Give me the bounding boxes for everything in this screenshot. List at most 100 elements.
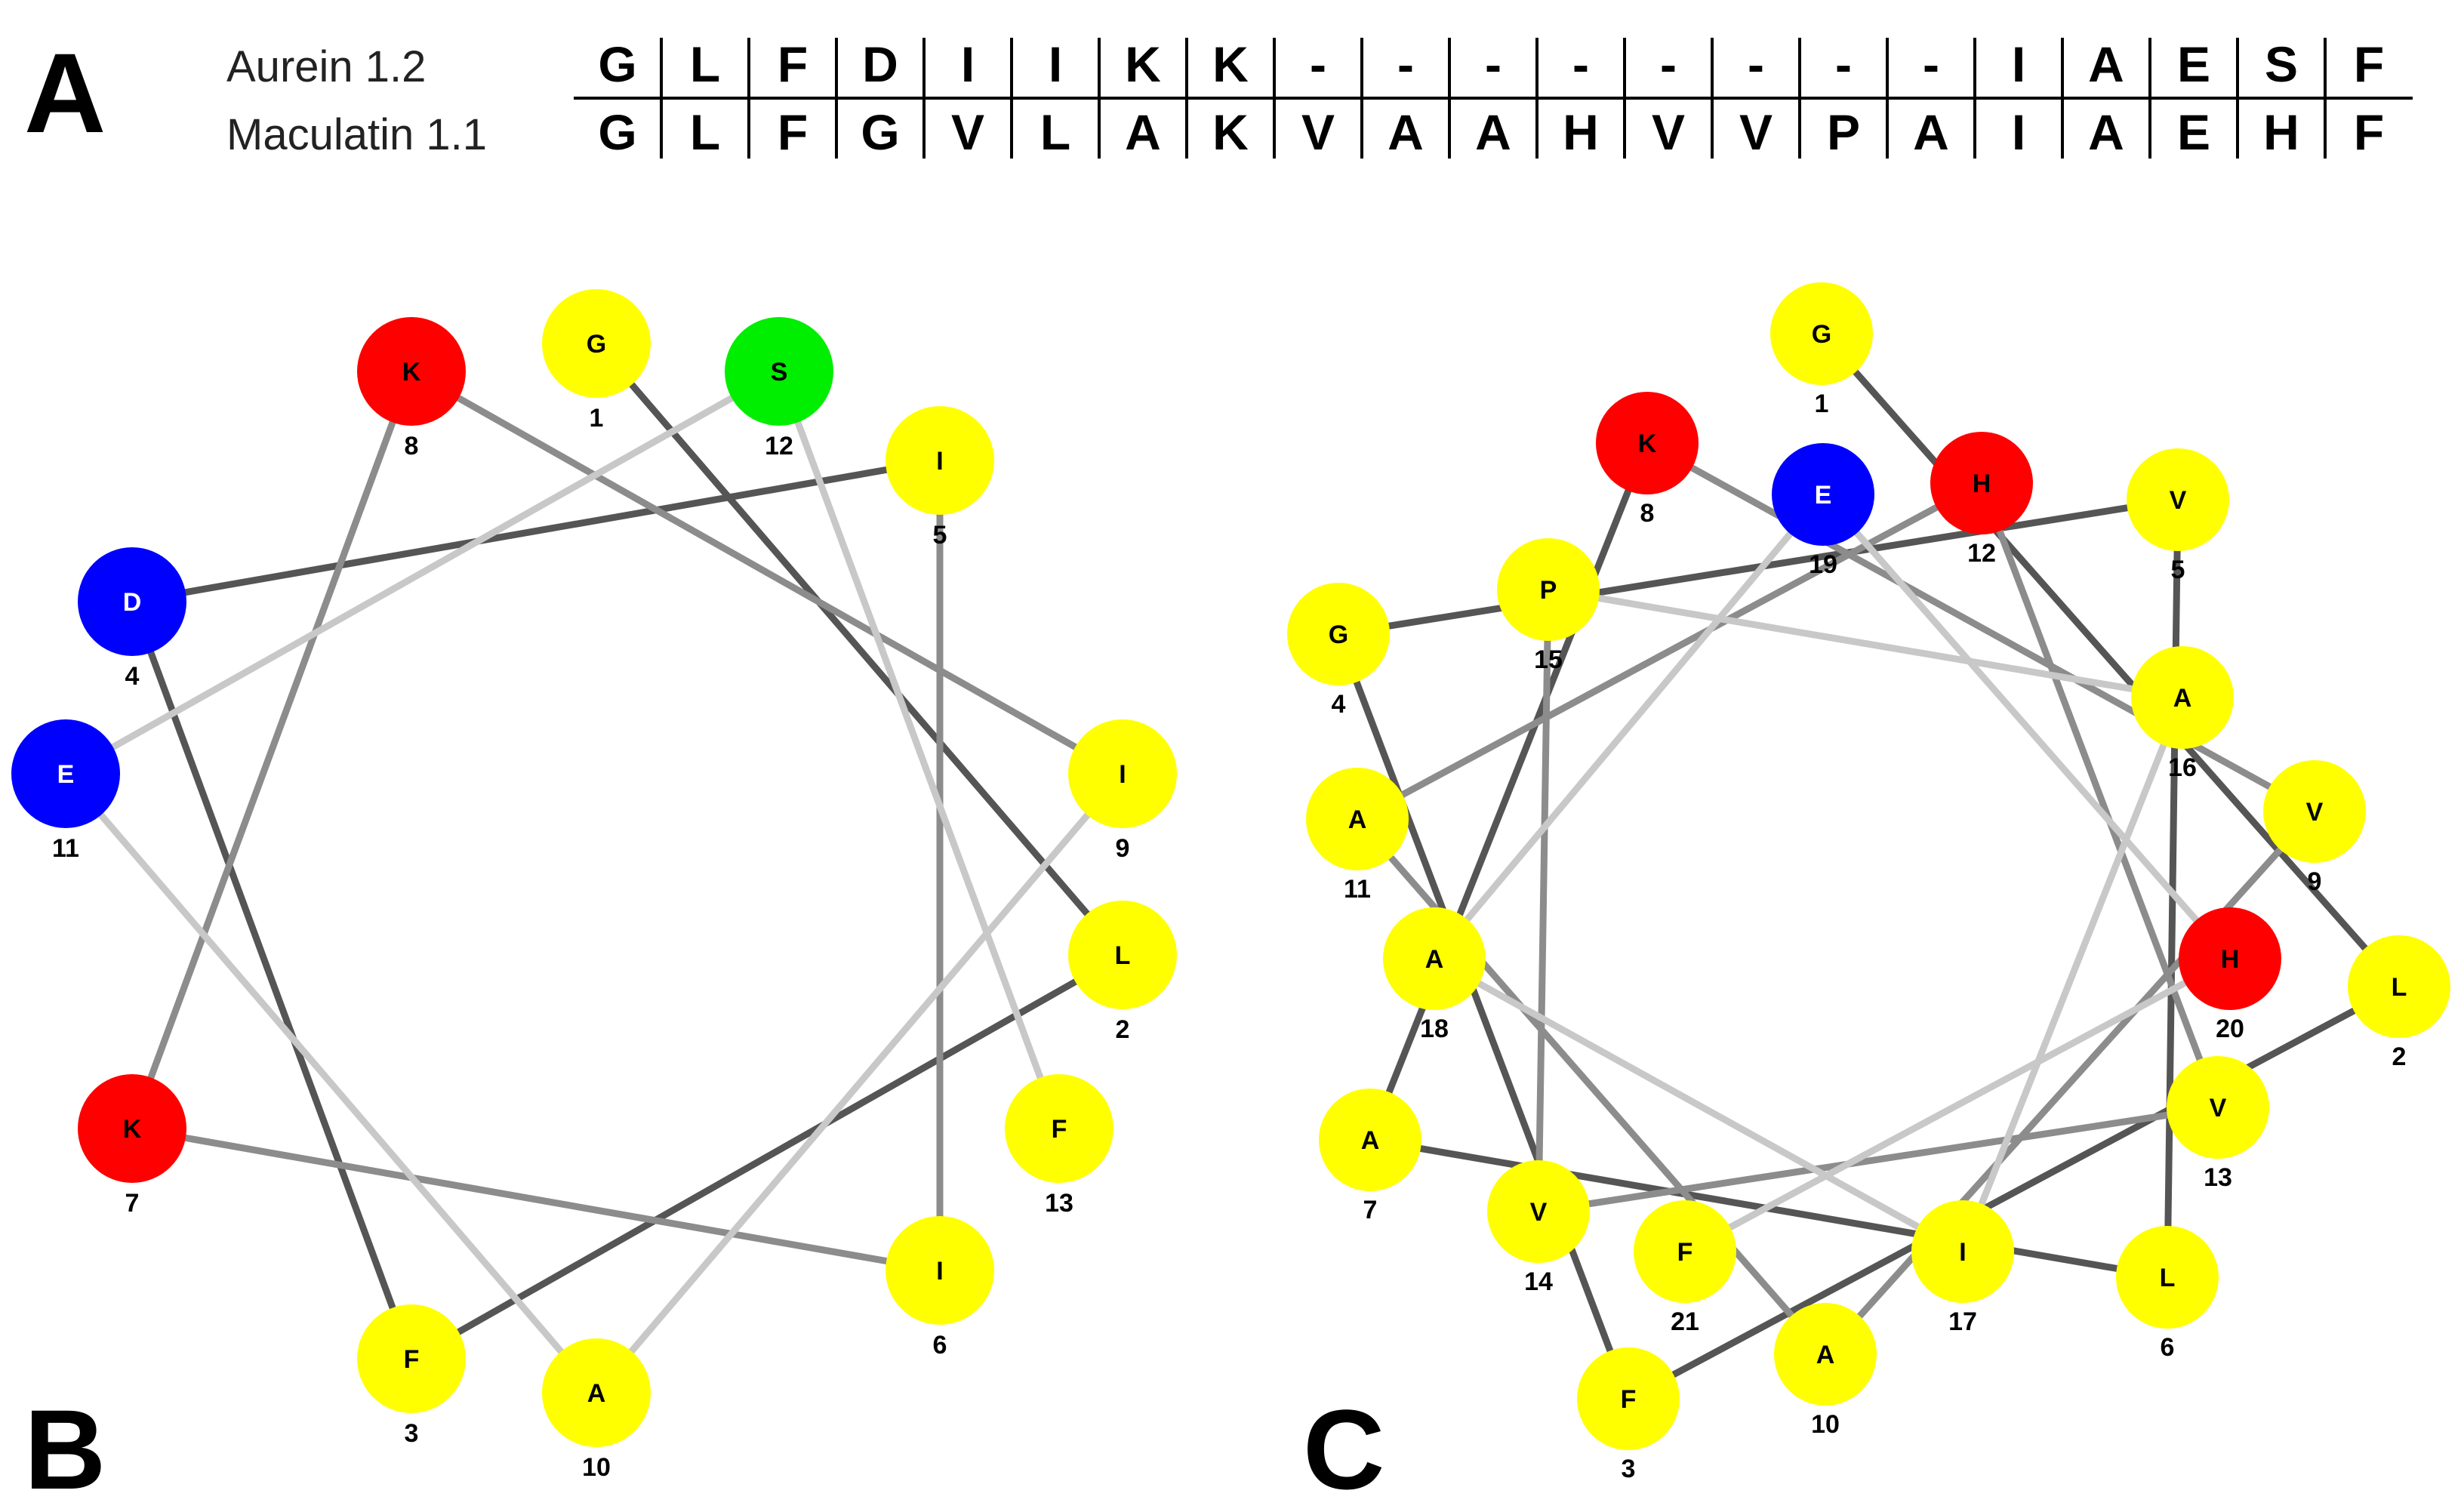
residue-letter: V: [2210, 1094, 2227, 1122]
residue-circle: [78, 547, 186, 656]
alignment-cell: H: [1563, 104, 1599, 160]
wheel-connection-line: [1535, 586, 1552, 1215]
residue-21: F21: [1634, 1200, 1736, 1336]
residue-letter: P: [1540, 576, 1557, 605]
sequence-name-aurein: Aurein 1.2: [226, 42, 426, 91]
wheel-connection-line: [1681, 955, 2234, 1255]
alignment-cell: V: [1739, 104, 1773, 160]
residue-6: L6: [2116, 1226, 2219, 1362]
alignment-cell: E: [2177, 104, 2210, 160]
residue-18: A18: [1383, 907, 1486, 1043]
residue-circle: [2348, 935, 2450, 1038]
wheel-connection-line: [1818, 330, 2403, 990]
alignment-cell: F: [778, 36, 808, 92]
residue-letter: V: [1530, 1198, 1548, 1227]
residue-circle: [542, 1338, 651, 1447]
residue-circle: [886, 406, 994, 515]
alignment-cell: D: [862, 36, 898, 92]
residue-number: 9: [1116, 834, 1130, 863]
residue-circle: [357, 1304, 466, 1413]
wheel-connection-line: [408, 951, 1126, 1363]
wheel-connection-line: [62, 368, 783, 778]
residue-10: A 10: [542, 1338, 651, 1482]
residue-letter: A: [587, 1379, 606, 1408]
wheel-c-residues: G1L2F3G4V5L6A7K8V9A10A11H12V13V14P15A16I…: [1287, 282, 2450, 1483]
wheel-connection-line: [1431, 955, 1967, 1255]
sequence-name-maculatin: Maculatin 1.1: [226, 110, 487, 159]
alignment-cell: G: [598, 104, 636, 160]
residue-5: I5: [886, 406, 994, 550]
residue-19: E19: [1772, 443, 1874, 579]
wheel-c-connections: [1335, 330, 2403, 1403]
residue-9: I9: [1068, 719, 1177, 863]
residue-number: 14: [1524, 1267, 1553, 1296]
alignment-cell: A: [1125, 104, 1161, 160]
residue-letter: S: [771, 358, 788, 386]
residue-circle: [2116, 1226, 2219, 1329]
residue-circle: [1287, 583, 1390, 685]
alignment-cell: S: [2265, 36, 2298, 92]
wheel-connection-line: [128, 457, 944, 605]
residue-circle: [542, 289, 651, 398]
residue-letter: A: [1816, 1341, 1835, 1369]
residue-letter: A: [1361, 1126, 1380, 1155]
residue-number: 12: [1967, 539, 1996, 568]
residue-circle: [1774, 1303, 1877, 1406]
residue-number: 13: [1045, 1189, 1073, 1218]
alignment-cell: V: [951, 104, 984, 160]
wheel-connection-line: [775, 368, 1063, 1132]
residue-number: 7: [1363, 1196, 1378, 1224]
residue-number: 1: [1815, 390, 1829, 418]
wheel-connection-line: [593, 770, 1126, 1397]
residue-14: V 14: [1487, 1160, 1590, 1296]
residue-letter: G: [1812, 320, 1831, 349]
residue-8: K8: [357, 317, 466, 460]
alignment-cell: -: [1397, 36, 1414, 92]
residue-letter: I: [1119, 760, 1126, 789]
residue-circle: [1068, 719, 1177, 828]
residue-circle: [357, 317, 466, 426]
alignment-cell: -: [1310, 36, 1326, 92]
residue-10: A 10: [1774, 1303, 1877, 1439]
wheel-connection-line: [1959, 694, 2186, 1255]
residue-13: F13: [1005, 1074, 1113, 1218]
wheel-connection-line: [1335, 630, 1632, 1403]
residue-number: 10: [1811, 1410, 1840, 1439]
residue-letter: I: [1959, 1238, 1966, 1267]
alignment-cell: P: [1827, 104, 1860, 160]
residue-circle: [1497, 538, 1600, 641]
residue-number: 3: [405, 1419, 419, 1448]
residue-1: G1: [542, 289, 651, 433]
alignment-cell: G: [598, 36, 636, 92]
residue-circle: [1005, 1074, 1113, 1183]
residue-letter: E: [57, 760, 75, 789]
alignment-cell: -: [1660, 36, 1677, 92]
residue-number: 1: [590, 404, 604, 433]
panel-label-a: A: [24, 29, 106, 156]
wheel-connection-line: [1822, 808, 2318, 1358]
residue-7: A7: [1319, 1089, 1421, 1224]
residue-number: 16: [2168, 753, 2197, 782]
wheel-b-connections: [62, 340, 1126, 1397]
residue-number: 8: [405, 432, 419, 460]
residue-number: 10: [582, 1453, 611, 1482]
wheel-connection-line: [1643, 439, 2318, 815]
alignment-cell: -: [1485, 36, 1502, 92]
residue-circle: [1596, 392, 1699, 494]
residue-13: V13: [2167, 1056, 2269, 1192]
residue-letter: A: [2173, 684, 2192, 713]
residue-number: 11: [1344, 875, 1371, 904]
residue-letter: F: [1621, 1385, 1637, 1414]
panel-label-b: B: [24, 1386, 106, 1512]
residue-circle: [1634, 1200, 1736, 1303]
residue-number: 5: [933, 521, 947, 550]
residue-circle: [2179, 907, 2281, 1010]
alignment-cell: -: [1572, 36, 1589, 92]
residue-1: G1: [1770, 282, 1873, 418]
residue-number: 6: [2161, 1333, 2175, 1362]
alignment-cell: -: [1748, 36, 1764, 92]
alignment-cell: F: [778, 104, 808, 160]
residue-circle: [2167, 1056, 2269, 1159]
wheel-connection-line: [62, 770, 600, 1397]
